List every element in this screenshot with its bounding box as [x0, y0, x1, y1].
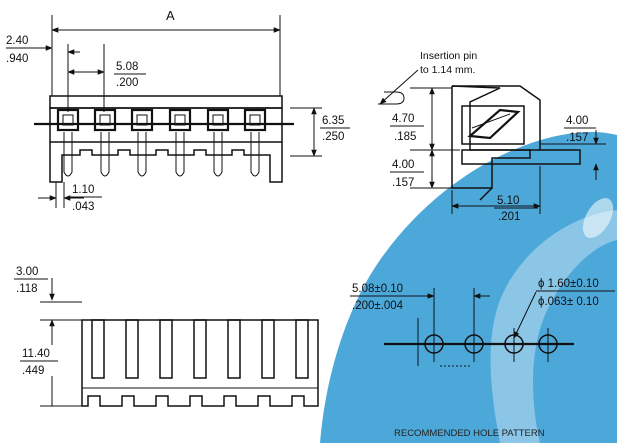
watermark-arc	[490, 210, 617, 443]
hole-pattern-caption: RECOMMENDED HOLE PATTERN	[394, 428, 545, 439]
hole-pattern: 5.08±0.10 .200±.004 ϕ 1.60±0.10 ϕ.063± 0…	[350, 278, 615, 439]
dim-offset-in: .940	[6, 53, 28, 65]
dim-lower-mm: 4.00	[392, 159, 414, 171]
front-view: A 2.40 .940 5.08 .200	[6, 8, 350, 213]
dim-bottom-height-in: .449	[22, 365, 44, 377]
dim-depth-in: .201	[498, 211, 520, 223]
bottom-view: 3.00 .118 11.40 .449	[14, 266, 319, 407]
bottom-slots	[91, 319, 309, 379]
dim-pin-in: .043	[72, 201, 94, 213]
watermark-swoosh	[320, 131, 617, 443]
front-pins	[63, 132, 260, 177]
insertion-note-line2: to 1.14 mm.	[420, 64, 475, 76]
hole-pitch-in: .200±.004	[352, 300, 404, 312]
side-view: Insertion pin to 1.14 mm. 4.70 .185 4.00…	[378, 50, 606, 223]
hole-dia-mm: ϕ 1.60±0.10	[538, 278, 599, 290]
dim-right-in: .157	[566, 132, 588, 144]
dim-upper-mm: 4.70	[392, 113, 414, 125]
dim-upper-in: .185	[394, 131, 416, 143]
watermark-highlight	[582, 198, 614, 238]
dim-right-mm: 4.00	[566, 115, 588, 127]
watermark	[320, 131, 617, 443]
hole-dia-in: ϕ.063± 0.10	[538, 296, 599, 308]
dim-pitch-mm: 5.08	[116, 61, 138, 73]
holes	[424, 328, 558, 362]
dim-bottom-top-mm: 3.00	[16, 266, 38, 278]
dim-a-label: A	[166, 8, 175, 23]
dim-lower-in: .157	[392, 177, 414, 189]
hole-pitch-mm: 5.08±0.10	[352, 283, 403, 295]
dim-pin-mm: 1.10	[72, 184, 94, 196]
dim-height-mm: 6.35	[322, 115, 344, 127]
dim-height-in: .250	[322, 131, 344, 143]
dim-offset-mm: 2.40	[6, 35, 28, 47]
dim-pitch-in: .200	[116, 77, 138, 89]
dim-depth-mm: 5.10	[497, 195, 519, 207]
front-contacts	[56, 108, 267, 132]
dim-bottom-top-in: .118	[16, 283, 38, 295]
dim-bottom-height-mm: 11.40	[22, 348, 50, 360]
insertion-note-line1: Insertion pin	[420, 50, 477, 62]
